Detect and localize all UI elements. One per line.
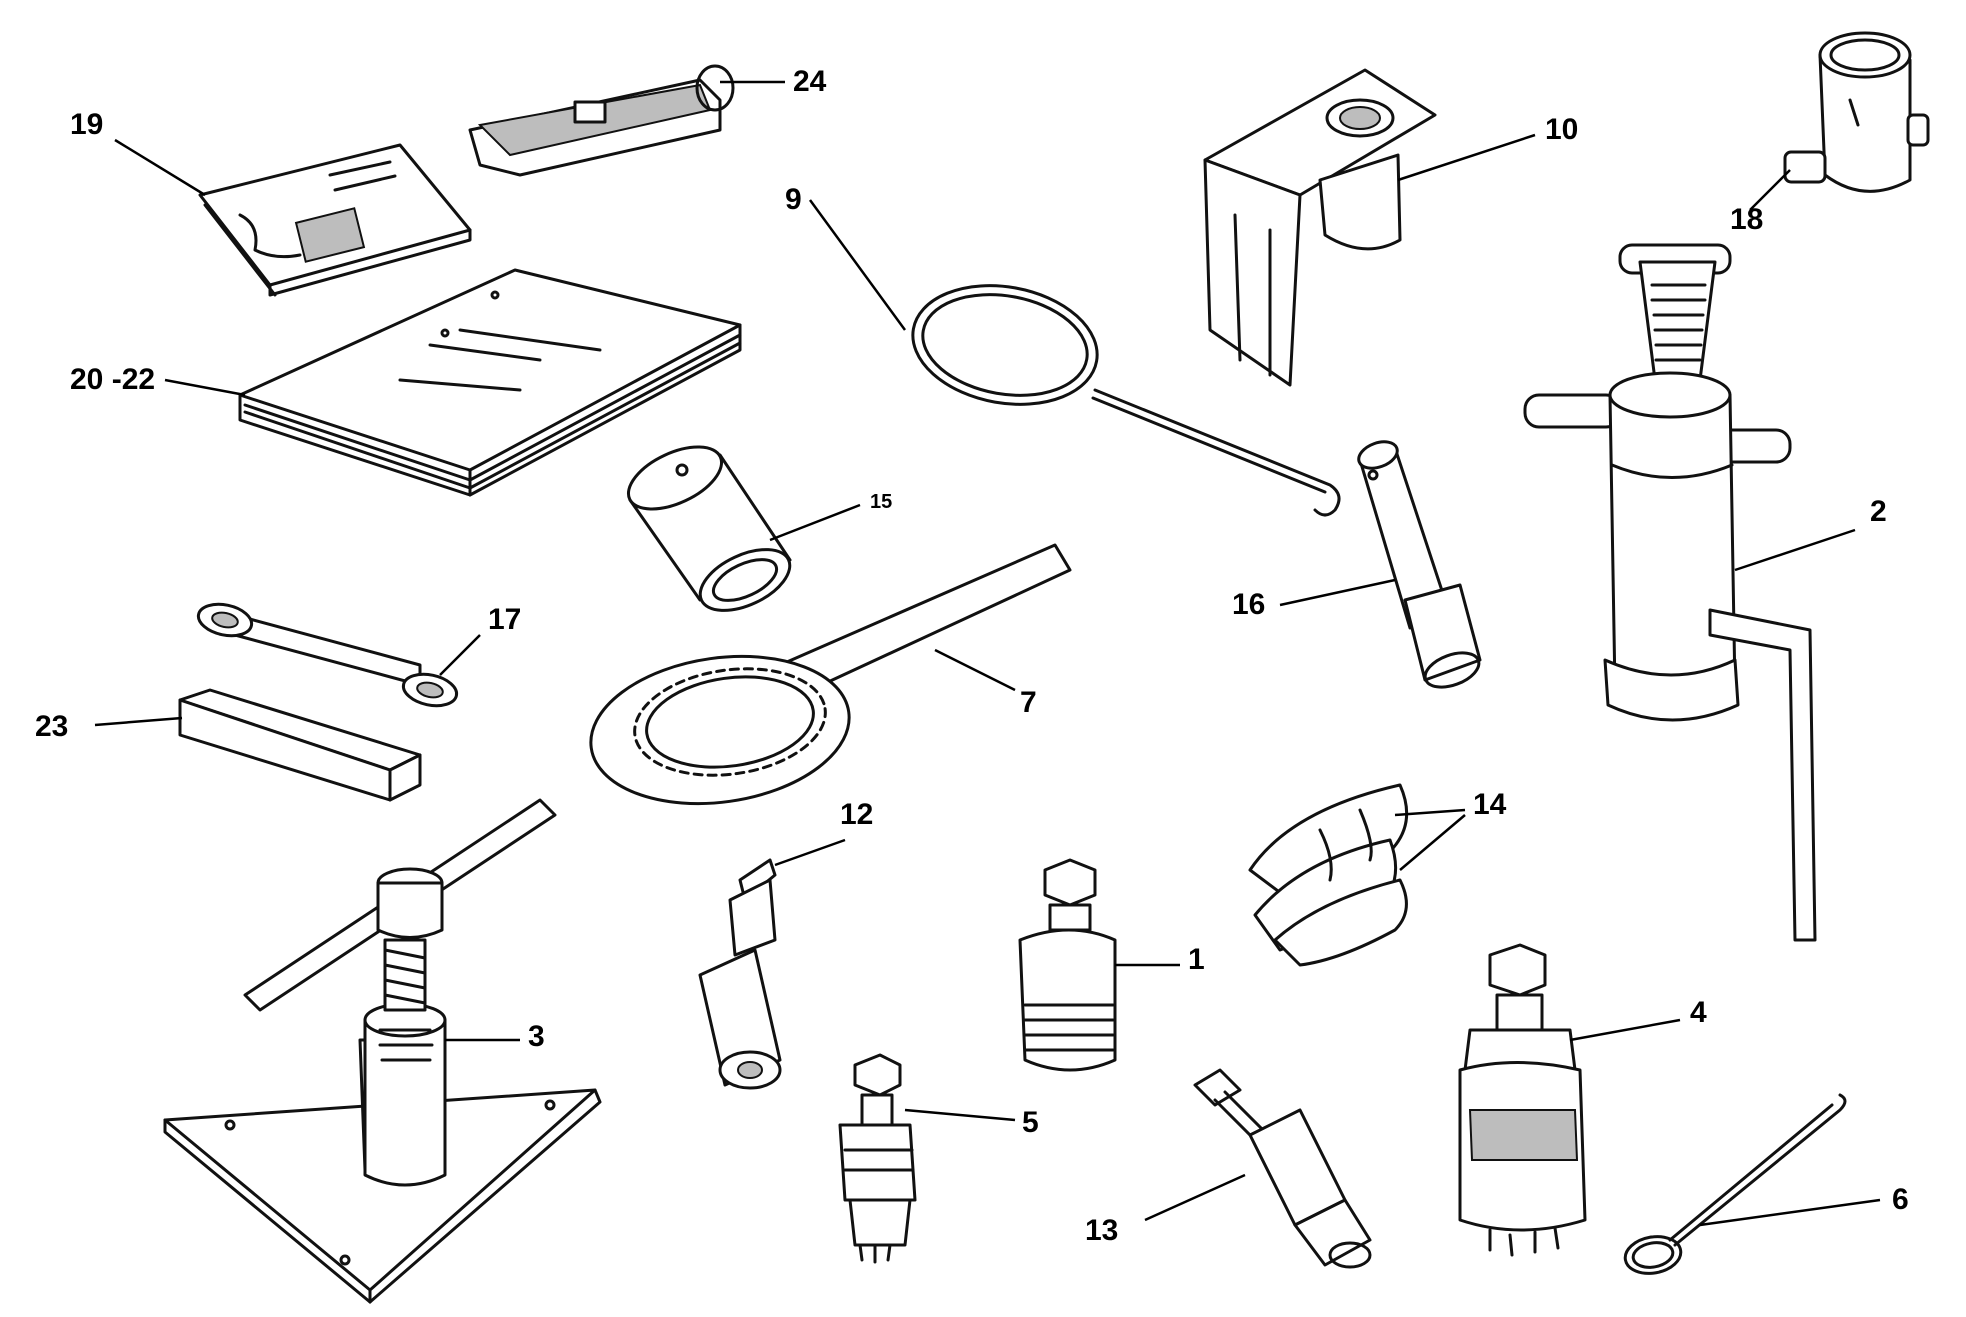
callout-5: 5 — [1022, 1106, 1039, 1139]
callout-7: 7 — [1020, 686, 1037, 719]
puller-tool-13-drawing — [1193, 1068, 1372, 1269]
callout-1: 1 — [1188, 943, 1205, 976]
key-fob-drawing — [468, 64, 735, 177]
cylinder-socket-drawing — [626, 445, 792, 612]
callout-3: 3 — [528, 1020, 545, 1053]
cable-loop-tool-drawing — [911, 284, 1341, 517]
tube-fitting-drawing — [1783, 31, 1930, 193]
callout-23: 23 — [35, 710, 69, 743]
screw-fitting-1-drawing — [1018, 858, 1117, 1072]
box-spanner-drawing — [1357, 440, 1482, 689]
bracket-tool-drawing — [1203, 68, 1437, 387]
ring-spanner-drawing — [589, 543, 1072, 806]
callout-15: 15 — [870, 491, 893, 513]
callout-20-22: 20 -22 — [70, 363, 156, 396]
callout-2: 2 — [1870, 495, 1887, 528]
callout-18: 18 — [1730, 203, 1764, 236]
callout-10: 10 — [1545, 113, 1579, 146]
wire-hook-drawing — [1623, 1093, 1847, 1275]
callout-24: 24 — [793, 65, 827, 98]
puller-tool-2-drawing — [1523, 243, 1817, 942]
callout-4: 4 — [1690, 996, 1707, 1029]
small-spanner-drawing — [196, 602, 459, 708]
callout-13: 13 — [1085, 1214, 1119, 1247]
callout-16: 16 — [1232, 588, 1266, 621]
manual-book-drawing — [238, 268, 742, 497]
callout-14: 14 — [1473, 788, 1507, 821]
square-bar-drawing — [178, 688, 422, 802]
callout-9: 9 — [785, 183, 802, 216]
callout-6: 6 — [1892, 1183, 1909, 1216]
callout-12: 12 — [840, 798, 874, 831]
valve-tool-4-drawing — [1458, 943, 1587, 1257]
callout-19: 19 — [70, 108, 104, 141]
press-tool-3-drawing — [163, 798, 602, 1304]
small-booklet-drawing — [198, 143, 472, 297]
callout-17: 17 — [488, 603, 522, 636]
puller-tool-12-drawing — [698, 858, 782, 1090]
leader-lines — [94, 80, 1881, 1227]
valve-insert-5-drawing — [838, 1053, 917, 1264]
split-collets-drawing — [1248, 783, 1409, 967]
